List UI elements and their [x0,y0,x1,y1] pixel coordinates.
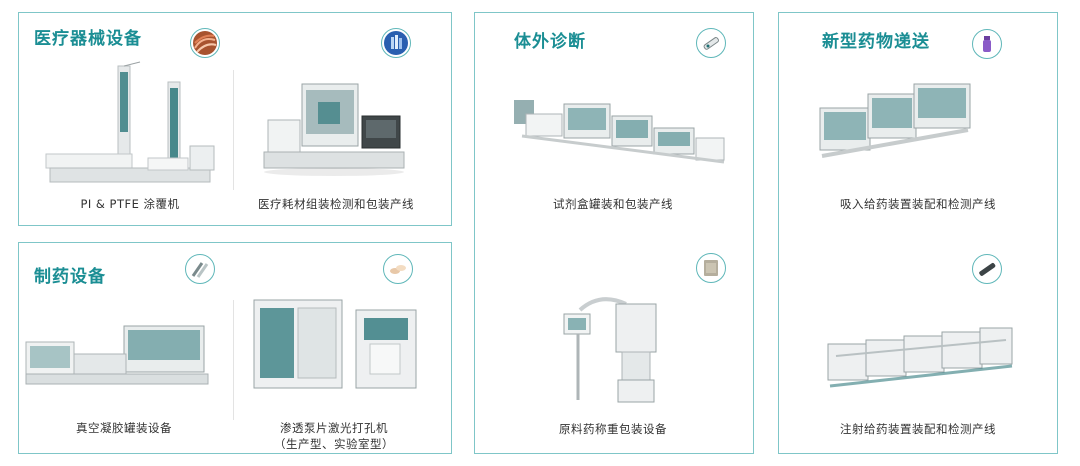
weighing-machine-image [563,297,657,403]
powder-bag-icon [696,253,726,283]
injector-line-image [827,327,1013,388]
vials-icon [381,28,411,58]
panel-title-medical-devices: 医疗器械设备 [34,29,142,49]
caption-gel-filling: 真空凝胶罐装设备 [76,421,172,435]
inhaler-line-image [819,83,971,158]
caption-assembly-line: 医疗耗材组装检测和包装产线 [258,197,414,211]
assembly-line-image [263,83,405,176]
caption-coating-machine: PI & PTFE 涂覆机 [80,197,180,211]
coating-machine-image [45,61,215,183]
panel-title-ivd: 体外诊断 [514,32,586,52]
inhaler-icon [972,29,1002,59]
panel-divider [233,70,234,190]
caption-injector-line: 注射给药装置装配和检测产线 [840,422,996,436]
gel-filling-machine-image [25,325,209,385]
tubing-icon [190,28,220,58]
injector-icon [972,254,1002,284]
panel-title-pharma: 制药设备 [34,267,106,287]
reagent-line-image [514,100,725,164]
caption-weighing: 原料药称重包装设备 [559,422,667,436]
caption-laser-drilling-line2: （生产型、实验室型） [274,437,394,451]
caption-laser-drilling-line1: 渗透泵片激光打孔机 [280,421,388,435]
test-strip-icon [696,28,726,58]
caption-reagent-line: 试剂盒罐装和包装产线 [553,197,673,211]
panel-ivd [474,12,754,454]
panel-title-drug-delivery: 新型药物递送 [822,32,930,52]
caption-inhaler-line: 吸入给药装置装配和检测产线 [840,197,996,211]
tablets-icon [383,254,413,284]
panel-divider [233,300,234,420]
laser-drilling-machine-image [253,299,417,389]
capsule-tools-icon [185,254,215,284]
